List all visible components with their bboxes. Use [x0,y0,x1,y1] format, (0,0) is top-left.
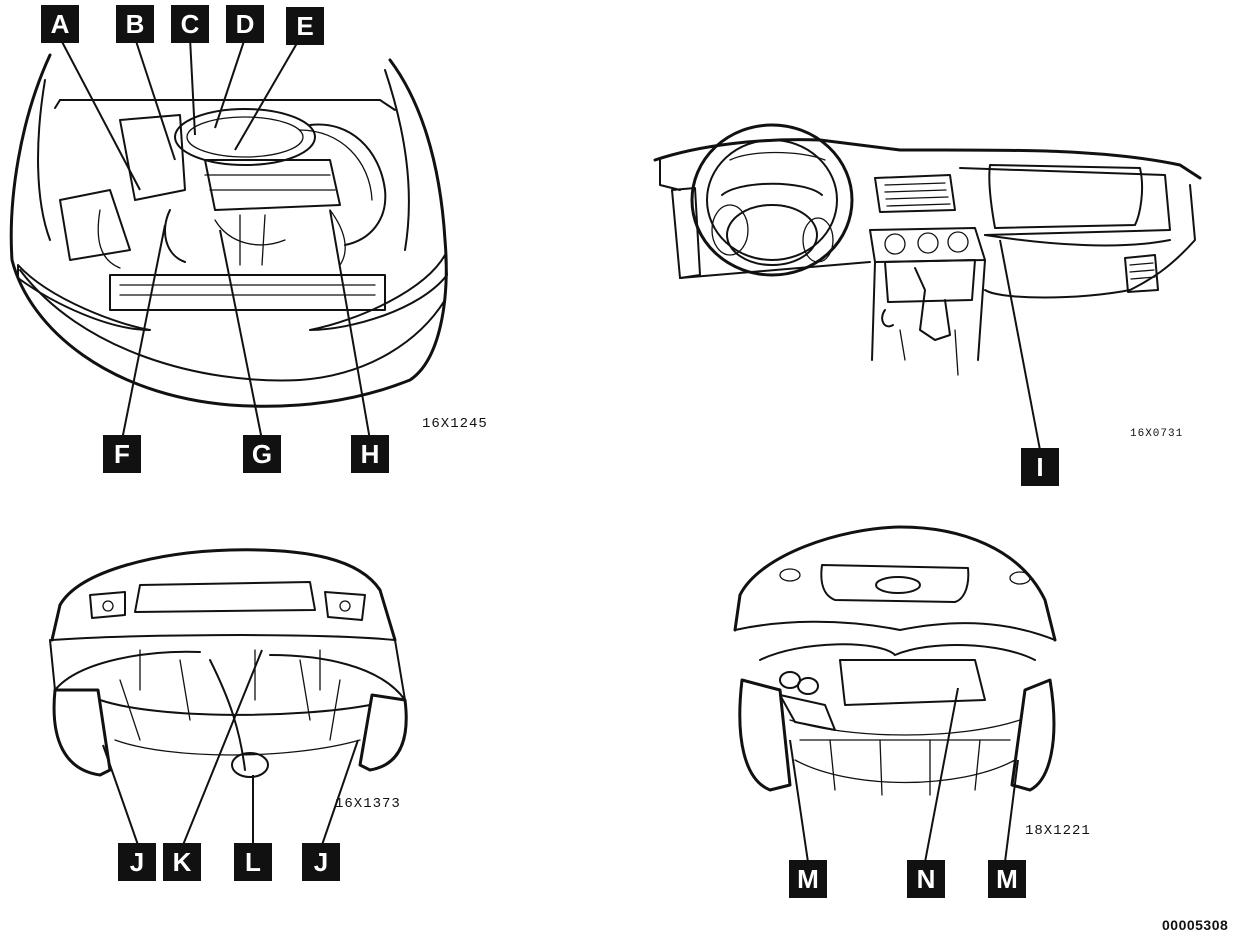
figure-ref-dashboard: 16X0731 [1130,428,1184,440]
callout-m-left: M [789,860,827,898]
callout-d: D [226,5,264,43]
callout-m-right: M [988,860,1026,898]
callout-n: N [907,860,945,898]
document-id: 00005308 [1162,917,1229,933]
callout-i: I [1021,448,1059,486]
engine-compartment-drawing [9,37,448,441]
figure-ref-rear-underside: 18X1221 [1025,823,1091,839]
callout-g: G [243,435,281,473]
callout-l: L [234,843,272,881]
callout-f: F [103,435,141,473]
figure-ref-engine: 16X1245 [422,416,488,432]
callout-b: B [116,5,154,43]
callout-j-right: J [302,843,340,881]
figure-ref-front-underside: 16X1373 [335,796,401,812]
front-underside-drawing [49,548,408,846]
callout-a: A [41,5,79,43]
callout-c: C [171,5,209,43]
rear-underside-drawing [733,525,1057,863]
callout-j-left: J [118,843,156,881]
callout-k: K [163,843,201,881]
callout-e: E [286,7,324,45]
callout-h: H [351,435,389,473]
dashboard-drawing [653,123,1202,451]
